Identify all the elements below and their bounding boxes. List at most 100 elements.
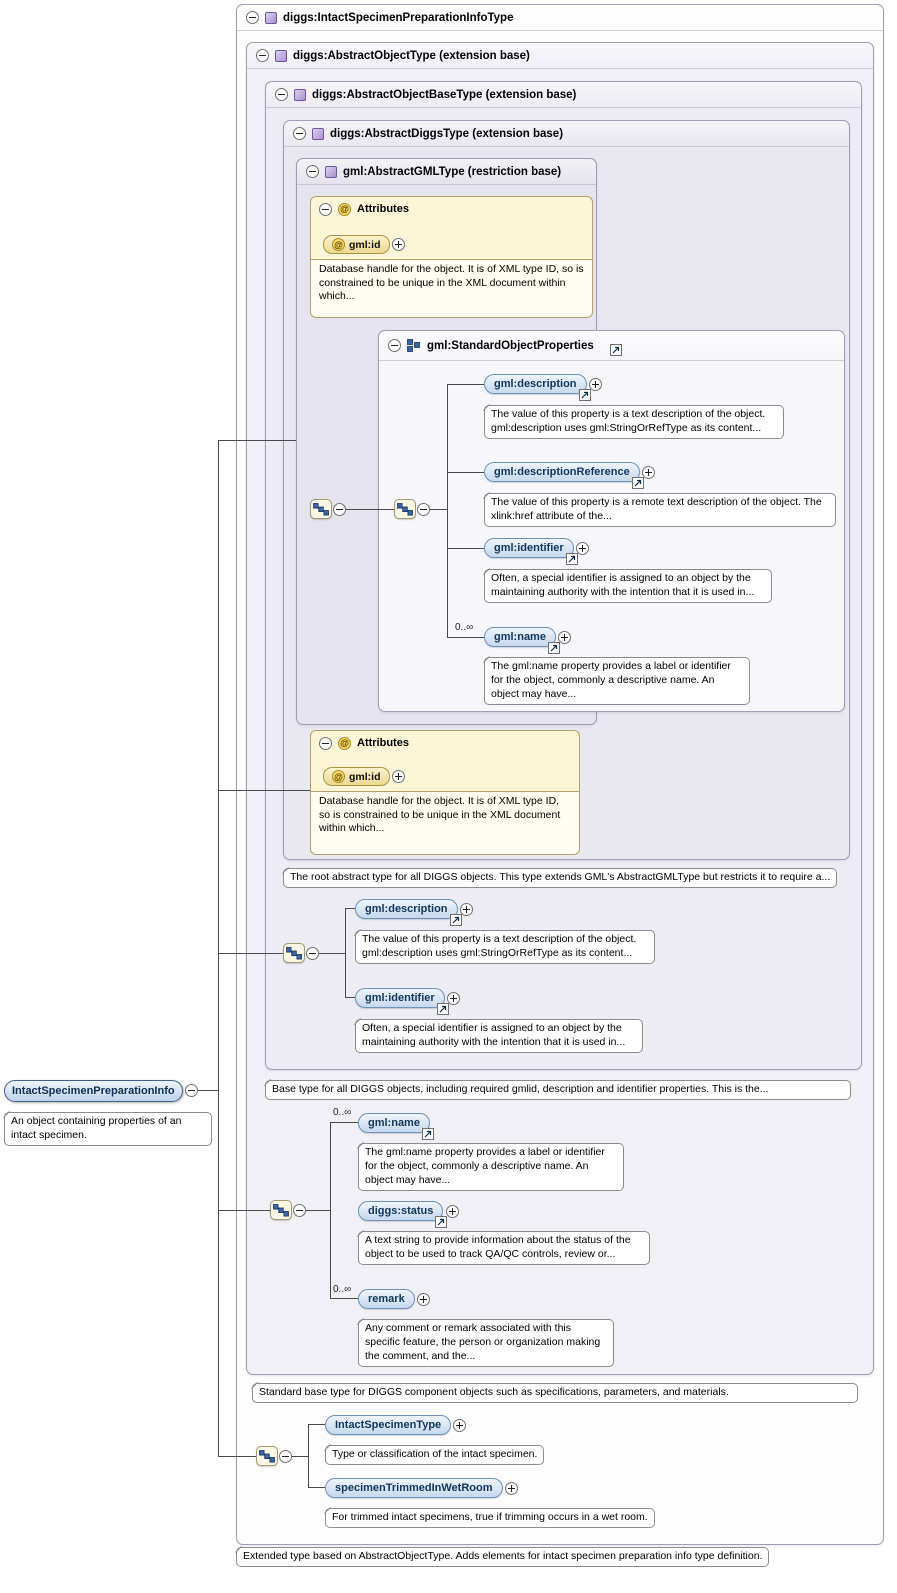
element-name: gml:identifier	[494, 542, 564, 554]
expand-icon[interactable]	[391, 770, 405, 783]
type-title: diggs:AbstractObjectBaseType (extension …	[312, 88, 577, 101]
expand-icon[interactable]	[588, 377, 602, 391]
collapse-icon[interactable]	[319, 736, 332, 750]
element-pill-gml-name[interactable]: gml:name	[484, 627, 571, 654]
annotation-abstract-diggs: The root abstract type for all DIGGS obj…	[283, 868, 838, 888]
type-title: diggs:AbstractObjectType (extension base…	[293, 49, 530, 62]
attribute-pill-gml-id[interactable]: @ gml:id	[323, 235, 405, 254]
reference-link-icon[interactable]	[565, 553, 578, 565]
doc-gml-description: The value of this property is a text des…	[484, 405, 784, 439]
expand-icon[interactable]	[575, 541, 589, 555]
element-pill-gml-identifier[interactable]: gml:identifier	[355, 988, 460, 1015]
expand-icon[interactable]	[504, 1481, 518, 1495]
element-name: gml:description	[365, 903, 448, 915]
element-pill-diggs-status[interactable]: diggs:status	[358, 1201, 460, 1228]
connector	[308, 1424, 325, 1425]
attributes-header: @ Attributes	[311, 731, 579, 755]
element-pill-gml-description[interactable]: gml:description	[355, 899, 473, 926]
collapse-icon[interactable]	[306, 165, 319, 178]
element-name: gml:name	[368, 1117, 420, 1129]
connector-trunk	[218, 440, 219, 1457]
expand-icon[interactable]	[459, 902, 473, 916]
collapse-icon[interactable]	[388, 339, 401, 352]
element-name: gml:descriptionReference	[494, 466, 630, 478]
doc-gml-descriptionReference: The value of this property is a remote t…	[484, 493, 836, 527]
expand-icon[interactable]	[641, 465, 655, 479]
complex-type-icon	[325, 165, 337, 178]
connector-branch	[218, 953, 283, 954]
collapse-icon[interactable]	[306, 947, 319, 960]
element-pill-intact-specimen-preparation-info[interactable]: IntactSpecimenPreparationInfo	[4, 1080, 183, 1102]
attributes-box-gml: @ Attributes @ gml:id Database handle fo…	[310, 196, 593, 318]
attributes-box-diggs: @ Attributes @ gml:id Database handle fo…	[310, 730, 580, 855]
expand-icon[interactable]	[416, 1292, 430, 1306]
collapse-icon[interactable]	[256, 49, 269, 62]
sequence-compositor-icon[interactable]	[283, 943, 305, 963]
connector	[346, 509, 394, 510]
collapse-icon[interactable]	[319, 202, 332, 216]
sequence-compositor-icon[interactable]	[256, 1446, 278, 1466]
connector	[447, 472, 484, 473]
expand-icon[interactable]	[557, 630, 571, 644]
connector-branch	[218, 1456, 256, 1457]
type-header-abstract-gml: gml:AbstractGMLType (restriction base)	[297, 159, 596, 185]
element-pill-remark[interactable]: remark	[358, 1289, 430, 1309]
sequence-compositor-icon[interactable]	[310, 499, 332, 519]
expand-icon[interactable]	[391, 238, 405, 251]
type-title: diggs:AbstractDiggsType (extension base)	[330, 127, 564, 140]
attribute-icon: @	[332, 770, 345, 783]
expand-icon[interactable]	[446, 1204, 460, 1218]
element-pill-gml-description[interactable]: gml:description	[484, 374, 602, 401]
reference-link-icon[interactable]	[578, 389, 591, 401]
attribute-doc: Database handle for the object. It is of…	[311, 791, 579, 854]
collapse-icon[interactable]	[275, 88, 288, 101]
attribute-pill-gml-id[interactable]: @ gml:id	[323, 767, 405, 786]
element-pill-gml-descriptionReference[interactable]: gml:descriptionReference	[484, 462, 655, 489]
expand-icon[interactable]	[446, 991, 460, 1005]
connector	[447, 384, 448, 638]
element-name: gml:name	[494, 631, 546, 643]
reference-link-icon[interactable]	[421, 1128, 434, 1140]
reference-link-icon[interactable]	[547, 642, 560, 654]
reference-link-icon[interactable]	[609, 343, 622, 356]
connector	[430, 509, 447, 510]
attribute-name: gml:id	[349, 770, 381, 783]
collapse-icon[interactable]	[185, 1084, 198, 1097]
collapse-icon[interactable]	[333, 503, 346, 516]
sequence-compositor-icon[interactable]	[270, 1200, 292, 1220]
doc-main-element: An object containing properties of an in…	[4, 1112, 212, 1146]
connector	[308, 1487, 325, 1488]
doc-intact-specimen-type: Type or classification of the intact spe…	[325, 1445, 545, 1465]
reference-link-icon[interactable]	[435, 1216, 448, 1228]
element-pill-intact-specimen-type[interactable]: IntactSpecimenType	[325, 1415, 467, 1435]
type-header-abstract-object: diggs:AbstractObjectType (extension base…	[247, 43, 873, 69]
collapse-icon[interactable]	[293, 1204, 306, 1217]
collapse-icon[interactable]	[279, 1450, 292, 1463]
cardinality-label: 0..∞	[333, 1107, 352, 1118]
collapse-icon[interactable]	[417, 503, 430, 516]
expand-icon[interactable]	[453, 1418, 467, 1432]
element-name: gml:identifier	[365, 992, 435, 1004]
element-name: remark	[368, 1293, 405, 1305]
reference-link-icon[interactable]	[436, 1003, 449, 1015]
element-pill-specimen-trimmed-in-wet-room[interactable]: specimenTrimmedInWetRoom	[325, 1478, 518, 1498]
attribute-doc: Database handle for the object. It is of…	[311, 259, 592, 317]
attributes-title: Attributes	[357, 203, 409, 215]
reference-link-icon[interactable]	[449, 914, 462, 926]
type-header-root: diggs:IntactSpecimenPreparationInfoType	[237, 5, 883, 31]
element-pill-gml-identifier[interactable]: gml:identifier	[484, 538, 589, 565]
sequence-compositor-icon[interactable]	[394, 499, 416, 519]
connector	[308, 1424, 309, 1488]
cardinality-label: 0..∞	[333, 1284, 352, 1295]
doc-gml-name: The gml:name property provides a label o…	[358, 1143, 624, 1191]
connector	[306, 1210, 330, 1211]
collapse-icon[interactable]	[293, 127, 306, 140]
connector	[447, 548, 484, 549]
group-header: gml:StandardObjectProperties	[379, 331, 844, 361]
element-pill-gml-name[interactable]: gml:name	[358, 1113, 434, 1140]
reference-link-icon[interactable]	[631, 477, 644, 489]
collapse-icon[interactable]	[246, 11, 259, 24]
doc-gml-description: The value of this property is a text des…	[355, 930, 655, 964]
connector	[330, 1298, 358, 1299]
